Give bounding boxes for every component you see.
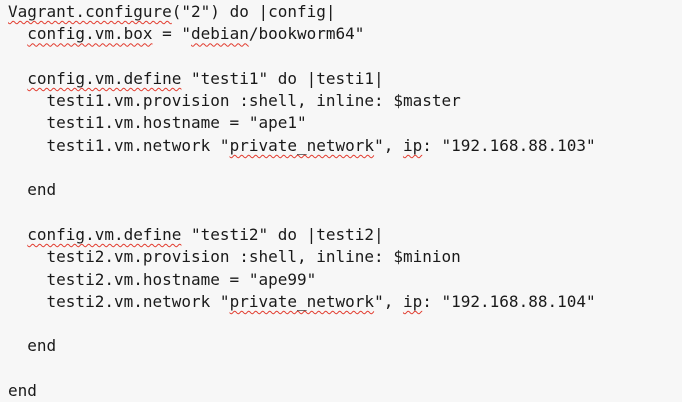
code-line: config.vm.box = "debian/bookworm64" (8, 23, 682, 45)
misspelled-word: private_network (229, 135, 375, 155)
code-text: testi1.vm.network " (8, 135, 230, 155)
code-line (8, 46, 682, 68)
code-text: testi1.vm.provision :shell, inline: $mas… (8, 91, 461, 111)
code-text: ", (374, 291, 403, 311)
misspelled-word: Vagrant.configure (8, 2, 172, 21)
code-text: "testi1" do |testi1| (181, 68, 384, 88)
code-line: end (8, 179, 682, 201)
code-line: config.vm.define "testi1" do |testi1| (8, 68, 682, 90)
misspelled-word: private_network (229, 291, 375, 311)
code-text: end (8, 180, 57, 200)
code-line: testi1.vm.provision :shell, inline: $mas… (8, 90, 682, 112)
code-line: testi2.vm.network "private_network", ip:… (8, 291, 682, 313)
code-line: Vagrant.configure("2") do |config| (8, 1, 682, 23)
code-text (8, 69, 27, 88)
misspelled-word: debian (191, 24, 249, 44)
code-line: end (8, 335, 682, 357)
code-text: : "192.168.88.103" (422, 135, 596, 155)
code-text: end (8, 381, 37, 401)
code-text: ("2") do |config| (171, 2, 336, 21)
code-line: config.vm.define "testi2" do |testi2| (8, 224, 682, 246)
code-line (8, 358, 682, 380)
code-text: testi2.vm.network " (8, 291, 230, 311)
code-text (8, 24, 27, 43)
code-area[interactable]: Vagrant.configure("2") do |config| confi… (8, 1, 682, 402)
code-text: end (8, 336, 57, 356)
code-text: "testi2" do |testi2| (181, 224, 384, 244)
misspelled-word: ip (402, 135, 423, 155)
code-text: testi2.vm.provision :shell, inline: $min… (8, 247, 461, 267)
code-line: end (8, 380, 682, 402)
code-text (8, 225, 27, 244)
code-line: testi1.vm.hostname = "ape1" (8, 112, 682, 134)
code-text: testi2.vm.hostname = "ape99" (8, 269, 317, 289)
code-text: /bookworm64" (248, 24, 365, 44)
code-text: : "192.168.88.104" (422, 291, 596, 311)
misspelled-word: config.vm.define (27, 68, 182, 88)
code-line: testi2.vm.provision :shell, inline: $min… (8, 246, 682, 268)
misspelled-word: ip (402, 291, 423, 311)
code-text: testi1.vm.hostname = "ape1" (8, 113, 307, 133)
code-line (8, 157, 682, 179)
code-line: testi2.vm.hostname = "ape99" (8, 269, 682, 291)
code-line (8, 313, 682, 335)
misspelled-word: config.vm.box (27, 24, 153, 44)
code-text: = " (152, 24, 192, 44)
misspelled-word: config.vm.define (27, 224, 182, 244)
code-line (8, 202, 682, 224)
code-text: ", (374, 135, 403, 155)
code-line: testi1.vm.network "private_network", ip:… (8, 135, 682, 157)
